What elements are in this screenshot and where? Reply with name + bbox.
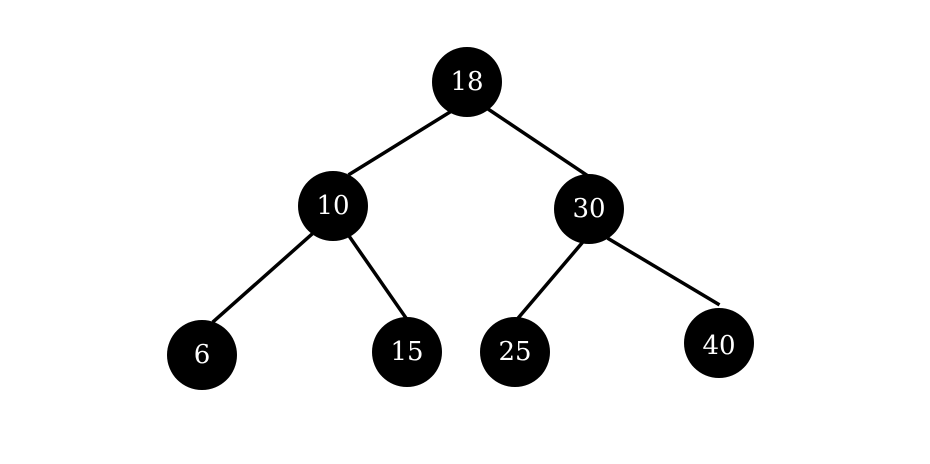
tree-node-10: 10 xyxy=(298,171,368,241)
tree-node-40: 40 xyxy=(684,308,754,378)
node-label: 18 xyxy=(450,67,483,97)
edge-10-15 xyxy=(346,233,409,321)
tree-node-6: 6 xyxy=(167,320,237,390)
tree-node-25: 25 xyxy=(480,317,550,387)
node-label: 15 xyxy=(390,337,423,367)
tree-node-15: 15 xyxy=(372,317,442,387)
edge-10-6 xyxy=(211,232,314,324)
tree-edges xyxy=(211,106,721,324)
tree-node-18: 18 xyxy=(432,47,502,117)
node-label: 10 xyxy=(316,191,349,221)
edge-18-30 xyxy=(485,106,591,179)
node-label: 40 xyxy=(702,331,735,361)
edge-30-25 xyxy=(516,240,585,320)
node-label: 25 xyxy=(498,337,531,367)
edge-30-40 xyxy=(606,236,721,307)
node-label: 30 xyxy=(572,194,605,224)
edge-18-10 xyxy=(347,109,453,177)
tree-nodes: 18 10 30 6 15 25 40 xyxy=(167,47,754,390)
tree-node-30: 30 xyxy=(554,174,624,244)
node-label: 6 xyxy=(194,340,211,370)
